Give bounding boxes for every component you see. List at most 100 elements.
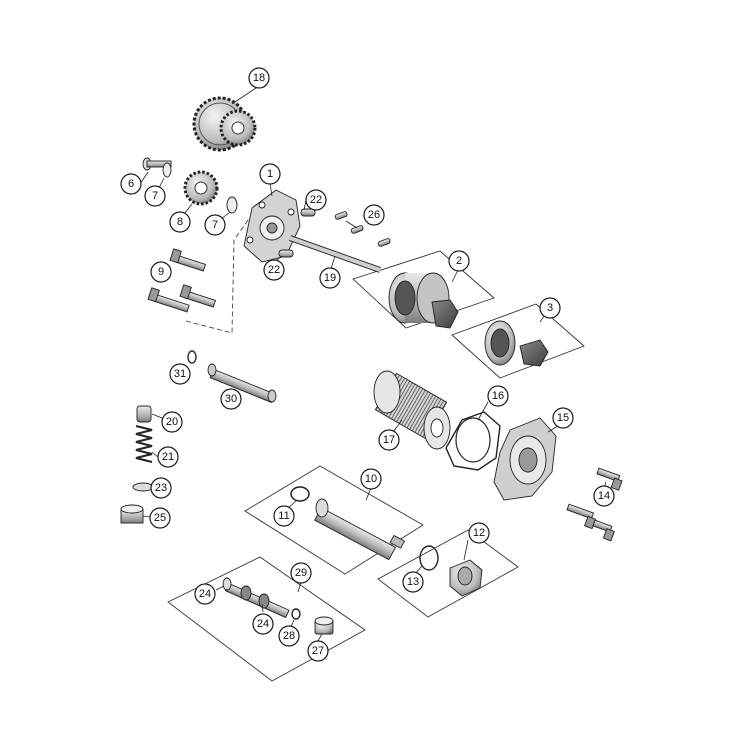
oil-filter-part-17 (373, 370, 451, 450)
group-box-29 (167, 556, 366, 682)
callout-30: 30 (220, 388, 242, 410)
rotor-part-3 (484, 320, 549, 367)
callout-6: 6 (120, 173, 142, 195)
callout-3: 3 (539, 297, 561, 319)
callout-22-bottom: 22 (263, 259, 285, 281)
svg-text:18: 18 (253, 72, 265, 84)
filter-cover-part-15 (493, 417, 557, 501)
svg-text:24: 24 (199, 588, 211, 600)
plug-part-25 (120, 504, 144, 524)
svg-text:2: 2 (456, 255, 462, 267)
callout-28: 28 (278, 625, 300, 647)
svg-text:13: 13 (407, 576, 419, 588)
callout-20: 20 (161, 411, 183, 433)
callout-10: 10 (360, 468, 382, 490)
pump-housing-part-1 (243, 189, 301, 263)
pins-part-26 (334, 211, 391, 247)
o-ring-part-31 (187, 350, 197, 364)
callout-23: 23 (150, 477, 172, 499)
bolts-part-14 (566, 467, 623, 542)
group-box-2 (352, 250, 495, 329)
gasket-part-16 (445, 411, 501, 471)
callout-1: 1 (259, 163, 281, 185)
svg-text:28: 28 (283, 630, 295, 642)
svg-text:22: 22 (268, 264, 280, 276)
screw-plug-part-12 (449, 559, 483, 597)
svg-text:21: 21 (162, 451, 174, 463)
svg-text:23: 23 (155, 482, 167, 494)
alignment-dashed-line (185, 205, 259, 334)
callout-21: 21 (157, 446, 179, 468)
spring-part-21 (135, 425, 153, 463)
callout-9: 9 (150, 261, 172, 283)
callout-13: 13 (402, 571, 424, 593)
svg-text:30: 30 (225, 393, 237, 405)
dowel-part-22-bottom (278, 249, 294, 258)
callout-8: 8 (169, 211, 191, 233)
svg-text:24: 24 (257, 618, 269, 630)
callout-19: 19 (319, 267, 341, 289)
callout-24-right: 24 (252, 613, 274, 635)
callout-29: 29 (290, 562, 312, 584)
group-box-10 (244, 465, 424, 575)
svg-text:3: 3 (547, 302, 553, 314)
valve-assembly-part-29 (222, 577, 290, 619)
tube-part-30 (207, 363, 277, 403)
group-box-12 (377, 529, 519, 618)
valve-piston-part-20 (136, 405, 152, 423)
svg-text:16: 16 (492, 390, 504, 402)
svg-text:10: 10 (365, 473, 377, 485)
svg-text:7: 7 (152, 190, 158, 202)
washer-part-23 (132, 482, 154, 492)
shaft-part-19 (288, 235, 382, 273)
callout-17: 17 (378, 429, 400, 451)
pin-part-6 (142, 157, 172, 171)
svg-text:31: 31 (174, 368, 186, 380)
dowel-part-22-top (300, 208, 316, 217)
plug-part-27 (314, 616, 334, 635)
callout-27: 27 (307, 640, 329, 662)
rotor-part-2 (388, 272, 459, 329)
washer-part-7-left (162, 162, 172, 178)
bolts-part-9 (147, 248, 217, 313)
callout-7-right: 7 (204, 214, 226, 236)
callout-26: 26 (363, 204, 385, 226)
group-box-3 (451, 303, 585, 379)
svg-text:14: 14 (598, 490, 610, 502)
callout-22-top: 22 (305, 189, 327, 211)
svg-text:1: 1 (267, 168, 273, 180)
double-gear-part-18 (192, 96, 257, 152)
callout-31: 31 (169, 363, 191, 385)
gear-part-8 (183, 170, 219, 206)
svg-text:7: 7 (212, 219, 218, 231)
callout-12: 12 (468, 522, 490, 544)
callout-7-left: 7 (144, 185, 166, 207)
svg-text:26: 26 (368, 209, 380, 221)
svg-text:17: 17 (383, 434, 395, 446)
svg-text:20: 20 (166, 416, 178, 428)
svg-text:27: 27 (312, 645, 324, 657)
callout-18: 18 (248, 67, 270, 89)
callout-11: 11 (273, 505, 295, 527)
o-ring-part-28 (291, 608, 301, 620)
svg-text:9: 9 (158, 266, 164, 278)
callout-15: 15 (552, 407, 574, 429)
callout-14: 14 (593, 485, 615, 507)
svg-text:15: 15 (557, 412, 569, 424)
o-ring-part-11 (290, 486, 310, 502)
callout-24-left: 24 (194, 583, 216, 605)
callout-16: 16 (487, 385, 509, 407)
svg-text:8: 8 (177, 216, 183, 228)
svg-text:11: 11 (278, 510, 289, 522)
o-ring-part-13 (419, 545, 439, 571)
svg-text:6: 6 (128, 178, 134, 190)
svg-text:19: 19 (324, 272, 336, 284)
washer-part-7-right (226, 196, 238, 214)
pressure-valve-part-10 (314, 498, 406, 561)
callout-25: 25 (149, 507, 171, 529)
svg-text:25: 25 (154, 512, 166, 524)
svg-text:22: 22 (310, 194, 322, 206)
callout-2: 2 (448, 250, 470, 272)
